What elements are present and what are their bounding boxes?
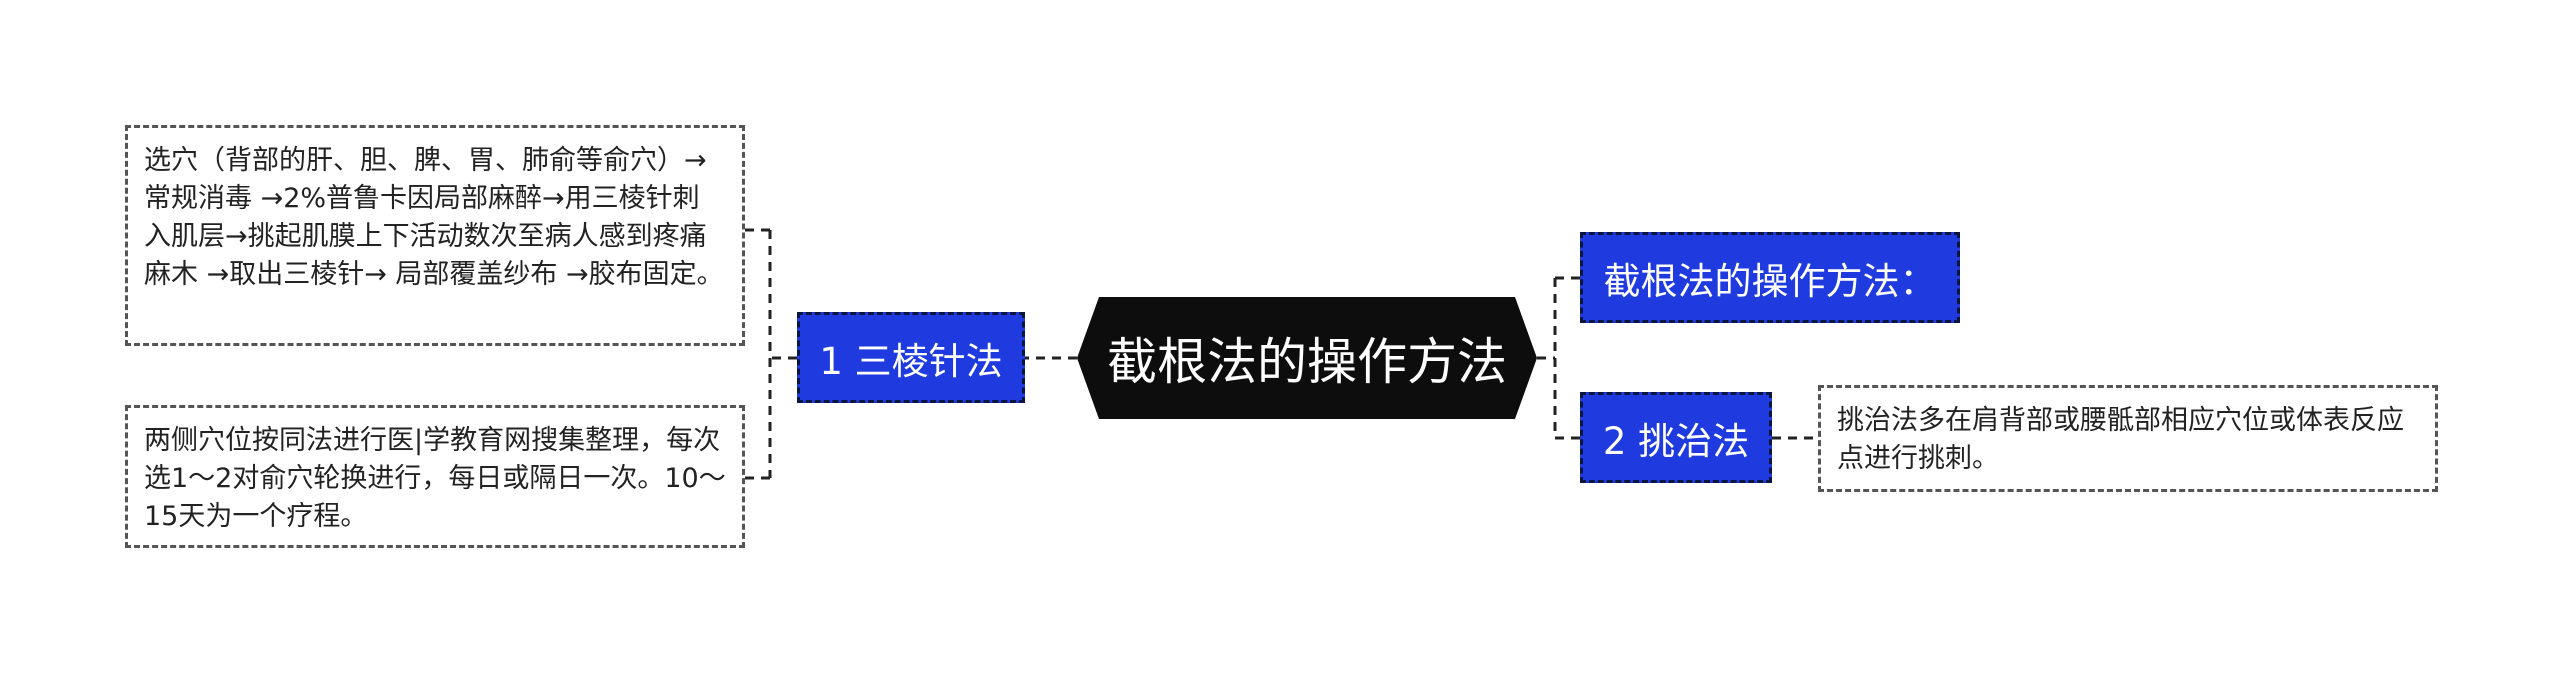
- branch-method-heading-label: 截根法的操作方法：: [1603, 259, 1937, 303]
- root-node[interactable]: 截根法的操作方法: [1077, 297, 1537, 419]
- connector-root-right-bracket: [1537, 276, 1580, 440]
- root-label: 截根法的操作方法: [1107, 333, 1507, 391]
- leaf-pick-desc[interactable]: 挑治法多在肩背部或腰骶部相应穴位或体表反应点进行挑刺。: [1818, 385, 2438, 492]
- branch-method-heading[interactable]: 截根法的操作方法：: [1580, 232, 1960, 323]
- connector-needle-bracket: [745, 228, 797, 480]
- leaf-needle-steps[interactable]: 选穴（背部的肝、胆、脾、胃、肺俞等俞穴）→常规消毒 →2%普鲁卡因局部麻醉→用三…: [125, 125, 745, 346]
- leaf-needle-steps-text: 选穴（背部的肝、胆、脾、胃、肺俞等俞穴）→常规消毒 →2%普鲁卡因局部麻醉→用三…: [144, 145, 724, 290]
- leaf-needle-repeat-text: 两侧穴位按同法进行医|学教育网搜集整理，每次选1～2对俞穴轮换进行，每日或隔日一…: [144, 425, 726, 532]
- branch-pick-method-label: 2 挑治法: [1602, 419, 1750, 463]
- leaf-pick-desc-text: 挑治法多在肩背部或腰骶部相应穴位或体表反应点进行挑刺。: [1837, 405, 2404, 474]
- branch-three-edge-needle-label: 1 三棱针法: [819, 339, 1003, 383]
- branch-three-edge-needle[interactable]: 1 三棱针法: [797, 312, 1025, 403]
- leaf-needle-repeat[interactable]: 两侧穴位按同法进行医|学教育网搜集整理，每次选1～2对俞穴轮换进行，每日或隔日一…: [125, 405, 745, 548]
- branch-pick-method[interactable]: 2 挑治法: [1580, 392, 1772, 483]
